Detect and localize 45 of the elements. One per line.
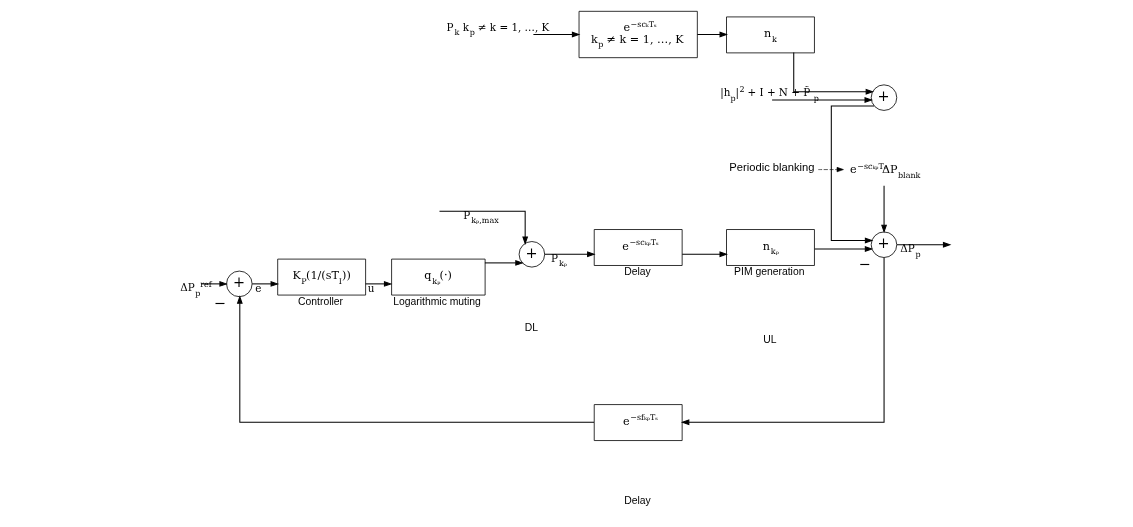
node-box: K$_{P}$(1/(sT$_{I}$)) bbox=[277, 258, 366, 296]
node-box: e$^{−scₖₚTₛ}$ bbox=[593, 229, 683, 266]
arrow bbox=[680, 257, 885, 426]
node-box: e$^{−sfₖₚTₛ}$ bbox=[593, 404, 683, 441]
arrow bbox=[771, 97, 873, 103]
node-circle: + bbox=[226, 270, 253, 298]
arrow bbox=[696, 31, 728, 38]
arrow bbox=[793, 52, 875, 95]
label: UL bbox=[763, 334, 777, 346]
node-circle: + bbox=[518, 241, 546, 268]
arrow bbox=[814, 246, 874, 252]
node-label: Controller bbox=[298, 295, 344, 307]
arrow bbox=[365, 280, 393, 287]
edge-label: ΔP$_{p}$ bbox=[900, 242, 921, 259]
edge-label: u bbox=[367, 282, 375, 295]
arrow bbox=[438, 210, 529, 245]
node-circle: + bbox=[870, 231, 898, 258]
arrow bbox=[484, 259, 524, 266]
edge-label: P$_{kₚ,max}$ bbox=[463, 208, 499, 226]
arrow bbox=[896, 241, 952, 248]
arrow bbox=[236, 295, 595, 423]
arrow bbox=[544, 251, 596, 258]
node-label: Logarithmic muting bbox=[393, 295, 481, 307]
label: Delay bbox=[624, 495, 651, 507]
node-box: n$_{k}$ bbox=[726, 16, 815, 54]
node-box: n$_{kₚ}$ bbox=[726, 229, 815, 266]
arrow bbox=[532, 31, 581, 38]
node-text: e$^{−scₖₚTₛ}$ΔP$_{blank}$ bbox=[850, 161, 921, 180]
arrow bbox=[830, 105, 875, 244]
arrow bbox=[681, 251, 728, 258]
node-label: PIM generation bbox=[734, 266, 805, 278]
node-box: q$_{kₚ}$(·) bbox=[391, 258, 486, 296]
edge-label: e bbox=[255, 282, 262, 295]
node-text: Periodic blanking bbox=[729, 160, 815, 173]
edge-label: P$_{kₚ}$ bbox=[550, 251, 567, 269]
node-circle: + bbox=[870, 84, 898, 111]
arrow bbox=[817, 167, 844, 173]
arrow bbox=[881, 185, 888, 234]
node-box: e$^{−scₖTₛ}$ k$_{p}$ ≠ k = 1, …, K bbox=[578, 10, 698, 59]
node-label: − bbox=[213, 295, 226, 312]
label: DL bbox=[524, 321, 538, 333]
edge-label: P$_{k}$ k$_{p}$ ≠ k = 1, …, K bbox=[446, 20, 550, 38]
node-label: − bbox=[858, 256, 871, 273]
node-label: Delay bbox=[624, 266, 651, 278]
arrow bbox=[251, 280, 280, 287]
